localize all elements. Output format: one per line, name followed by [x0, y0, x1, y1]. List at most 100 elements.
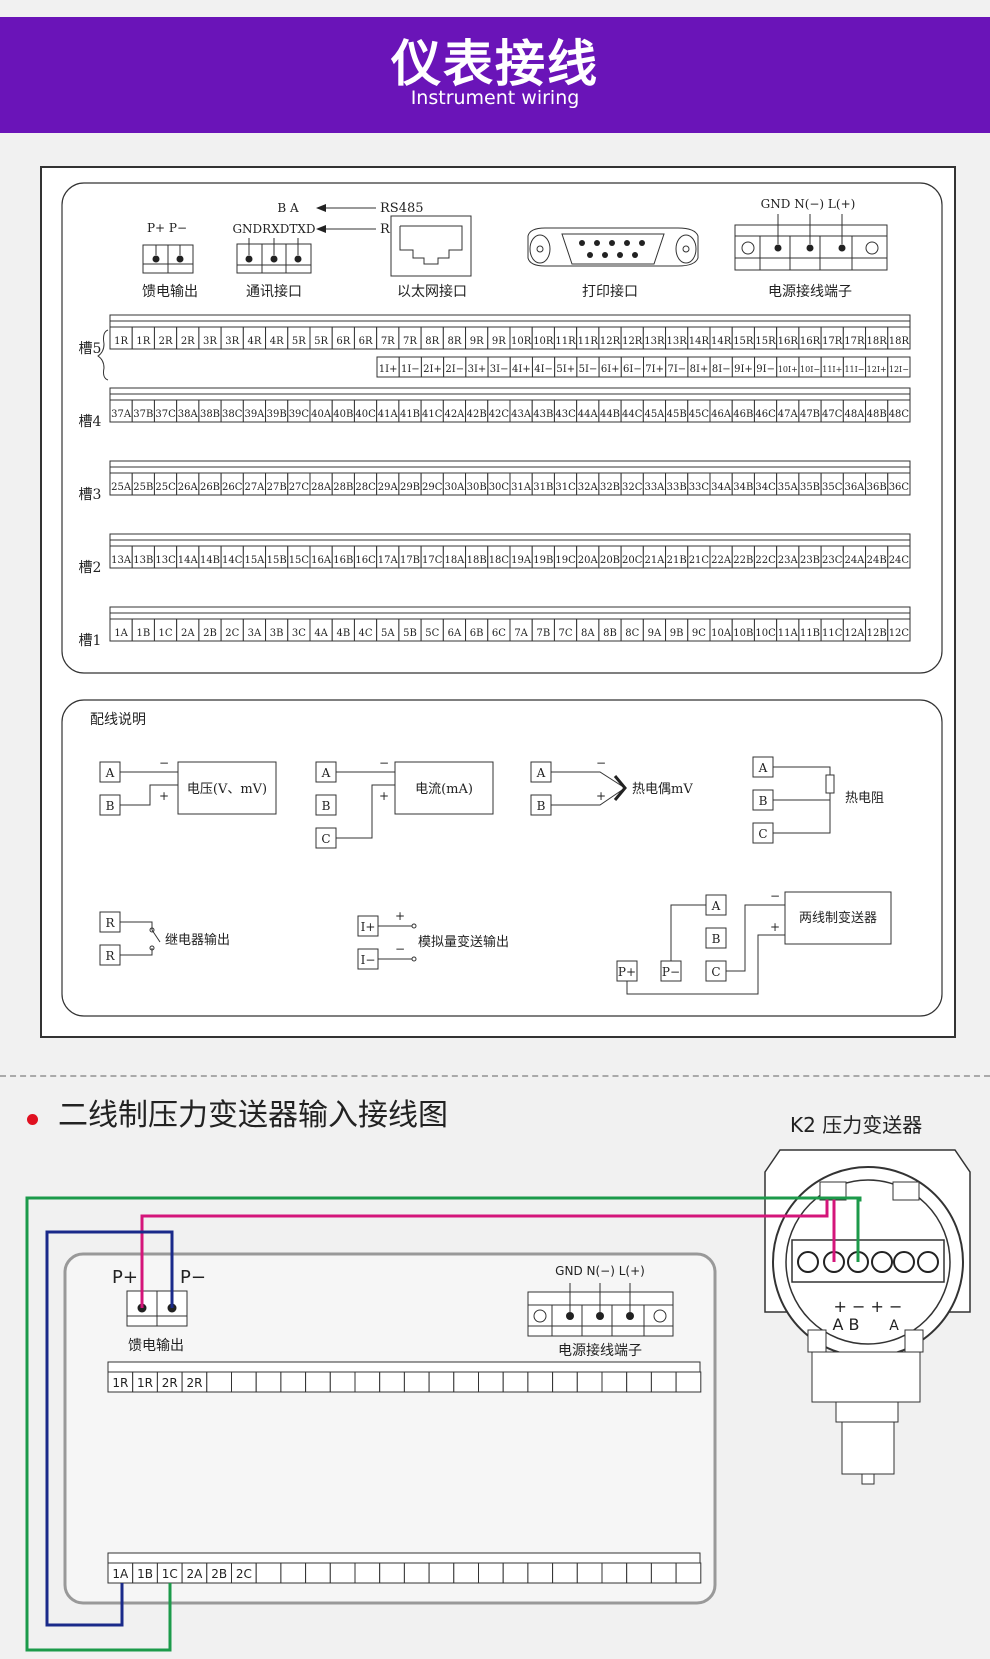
- s2-top-strip-cell: [379, 1371, 405, 1393]
- notes-frame: [61, 699, 943, 1017]
- rtd-wire-c: [773, 793, 831, 834]
- tx-signs: + − + −: [834, 1297, 903, 1316]
- slot4-row1-term: 46A: [711, 409, 732, 420]
- slot5-row1-term: 16R: [800, 336, 821, 347]
- s2-top-strip-cell: [478, 1371, 504, 1393]
- wiring-notes-title: 配线说明: [90, 712, 146, 728]
- slot5-row1-term: 6R: [359, 336, 373, 347]
- slot5-row1-term: 3R: [203, 336, 217, 347]
- slot1-row1-term: 12C: [889, 628, 910, 639]
- slot4-row1-term: 38A: [178, 409, 199, 420]
- slot2-row1-term: 22B: [733, 555, 753, 566]
- slot5-row2-term: 6I+: [601, 364, 620, 375]
- s2-bottom-strip-top: [107, 1552, 701, 1564]
- tx-terminal-screw: [917, 1251, 939, 1273]
- wire-magenta: [140, 1196, 836, 1308]
- s2-power-screw: [533, 1309, 547, 1323]
- slot3-row1-term: 31C: [555, 482, 576, 493]
- s2-bottom-strip-cell: [403, 1562, 430, 1584]
- tw-wire-pminus: [670, 904, 706, 961]
- slot1-row1-term: 9A: [648, 628, 662, 639]
- slot1-row1-term: 5A: [381, 628, 395, 639]
- slot1-row1-term: 6B: [470, 628, 484, 639]
- slot5-row2-term: 7I+: [645, 364, 664, 375]
- feed-pins-label: P+ P−: [147, 221, 187, 235]
- slot4-row1-term: 43A: [511, 409, 532, 420]
- slot5-row2-term: 9I+: [734, 364, 753, 375]
- slot4-row1-term: 44C: [622, 409, 643, 420]
- slot5-row2-cell: [887, 356, 911, 378]
- tc-plus: +: [596, 789, 606, 803]
- slot4-row1-term: 48C: [889, 409, 910, 420]
- rtd-wire-a: [773, 766, 831, 775]
- db9-pin: [617, 252, 623, 258]
- feed-pin-minus: [176, 255, 184, 263]
- ao-node2: [411, 956, 417, 962]
- slot2-row1-term: 24C: [889, 555, 910, 566]
- volt-minus: −: [159, 756, 169, 770]
- slot3-row1-term: 29B: [400, 482, 420, 493]
- slot2-row1-term: 17A: [378, 555, 399, 566]
- db9-shell-left: [529, 234, 551, 264]
- tx-housing: [764, 1149, 971, 1313]
- slot5-row1-term: 7R: [381, 336, 395, 347]
- slot3-row1-term: 28C: [355, 482, 376, 493]
- slot2-row1-term: 20C: [622, 555, 643, 566]
- slot5-row1-term: 17R: [822, 336, 843, 347]
- thermocouple-label: 热电偶mV: [632, 782, 693, 797]
- slot5-row1-term: 15R: [755, 336, 776, 347]
- slot5-row2-term: 4I−: [534, 364, 553, 375]
- banner-subtitle: Instrument wiring: [410, 87, 580, 109]
- rtd-resistor: [825, 774, 835, 794]
- slot3-row1-term: 33C: [689, 482, 710, 493]
- slot1-row1-term: 12A: [844, 628, 865, 639]
- slot4-row1-term: 48B: [867, 409, 887, 420]
- s2-bottom-strip-cell: [601, 1562, 628, 1584]
- slot3-row1-term: 31B: [533, 482, 553, 493]
- s2-bottom-strip-cell: [305, 1562, 331, 1584]
- slot4-row1-term: 42B: [467, 409, 487, 420]
- slot5-brace: [97, 329, 109, 381]
- s2-bottom-strip-cell: [428, 1562, 455, 1584]
- slot2-row1-term: 17C: [422, 555, 443, 566]
- tw-term-pminus-text: P−: [662, 965, 680, 979]
- slot2-row1-term: 21A: [644, 555, 665, 566]
- slot5-row2-term: 11I−: [844, 365, 864, 374]
- slot5-row1-term: 9R: [470, 336, 484, 347]
- section-divider: [0, 1075, 990, 1077]
- slot4-row1-term: 40B: [333, 409, 353, 420]
- volt-wire-b: [120, 784, 178, 806]
- slot5-row1-term: 18R: [889, 336, 910, 347]
- slot2-row1-term: 18B: [467, 555, 487, 566]
- slot5-row1-term: 12R: [600, 336, 621, 347]
- s2-feed-label: 馈电输出: [128, 1338, 184, 1354]
- slot5-row2-term: 5I+: [556, 364, 575, 375]
- voltage-box: [177, 761, 277, 815]
- tx-slot-left: [819, 1181, 847, 1201]
- slot3-row1-term: 32B: [600, 482, 620, 493]
- s2-power-pins: GND N(−) L(+): [555, 1264, 645, 1278]
- slot4-row1-term: 37A: [111, 409, 132, 420]
- slot1-row1-term: 4B: [336, 628, 350, 639]
- slot5-row1-term: 2R: [159, 336, 173, 347]
- slot4-row1-term: 39C: [289, 409, 310, 420]
- slot5-row1-term: 9R: [492, 336, 506, 347]
- slot4-row1-term: 39B: [267, 409, 287, 420]
- slot4-row1-term: 47B: [800, 409, 820, 420]
- analog-out-label: 模拟量变送输出: [418, 934, 509, 950]
- slot5-row2-term: 3I−: [490, 364, 509, 375]
- s2-power-pin: [596, 1312, 604, 1320]
- db9-pin: [624, 240, 630, 246]
- slot2-row1-term: 13A: [111, 555, 132, 566]
- s2-top-strip-cell: [552, 1371, 578, 1393]
- s2-top-strip-top: [107, 1361, 701, 1373]
- ao-minus: −: [395, 942, 405, 956]
- slot3-row1-term: 26C: [222, 482, 243, 493]
- curr-plus: +: [379, 789, 389, 803]
- power-screw-right: [865, 241, 879, 255]
- slot1-row1-term: 8C: [625, 628, 639, 639]
- slot5-row1-term: 18R: [867, 336, 888, 347]
- slot1-row1-term: 10A: [711, 628, 732, 639]
- rs485-arrowhead: [316, 204, 326, 212]
